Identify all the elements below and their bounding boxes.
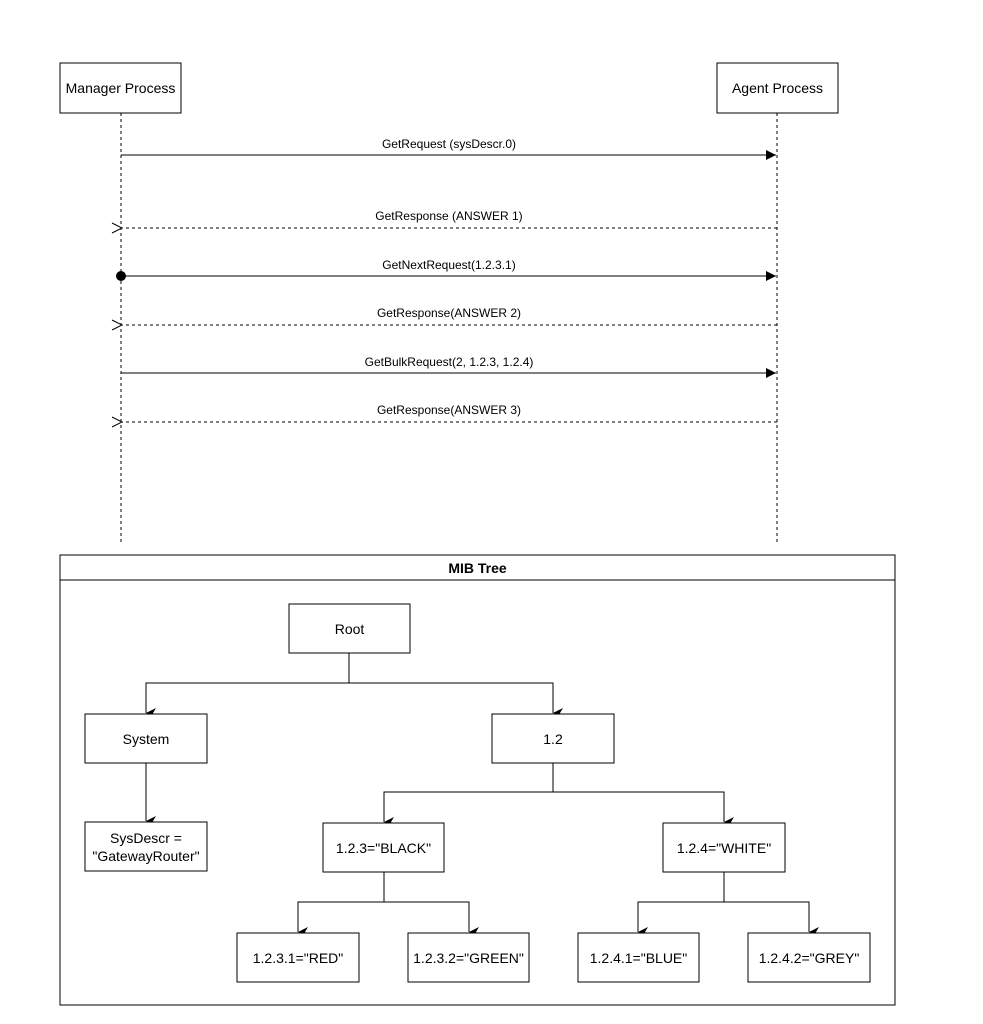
message-get-bulk-request: GetBulkRequest(2, 1.2.3, 1.2.4)	[121, 355, 776, 378]
node-label: 1.2.4="WHITE"	[677, 840, 771, 856]
edge-1-2-1-2-4	[553, 791, 734, 827]
node-label-line-2: "GatewayRouter"	[92, 848, 199, 864]
message-label: GetRequest (sysDescr.0)	[382, 137, 516, 151]
node-1-2: 1.2	[491, 713, 615, 764]
message-get-request: GetRequest (sysDescr.0)	[121, 137, 776, 160]
node-label: 1.2.3.2="GREEN"	[413, 950, 524, 966]
node-1-2-3: 1.2.3="BLACK"	[322, 822, 445, 873]
node-1-2-4-1: 1.2.4.1="BLUE"	[577, 932, 700, 983]
participant-manager-label: Manager Process	[66, 80, 176, 96]
participant-agent: Agent Process	[716, 62, 839, 114]
message-get-response-3: GetResponse(ANSWER 3)	[122, 403, 777, 422]
node-label-line-1: SysDescr =	[110, 830, 182, 846]
node-system: System	[84, 713, 208, 764]
message-get-next-request: GetNextRequest(1.2.3.1)	[116, 258, 776, 281]
node-1-2-4-2: 1.2.4.2="GREY"	[747, 932, 871, 983]
participant-agent-label: Agent Process	[732, 80, 823, 96]
message-label: GetResponse (ANSWER 1)	[375, 209, 522, 223]
mib-tree-title: MIB Tree	[448, 560, 507, 576]
node-sysdescr: SysDescr = "GatewayRouter"	[84, 821, 208, 872]
edge-1-2-3-1-2-3-1	[297, 871, 385, 937]
message-label: GetBulkRequest(2, 1.2.3, 1.2.4)	[365, 355, 534, 369]
message-get-response-1: GetResponse (ANSWER 1)	[122, 209, 777, 228]
edge-1-2-4-1-2-4-1	[637, 871, 725, 937]
node-1-2-3-2: 1.2.3.2="GREEN"	[407, 932, 530, 983]
node-label: 1.2	[543, 731, 563, 747]
edge-root-system	[145, 653, 350, 718]
node-label: 1.2.3.1="RED"	[253, 950, 344, 966]
participant-manager: Manager Process	[59, 62, 182, 114]
node-label: 1.2.4.2="GREY"	[759, 950, 860, 966]
node-label: 1.2.3="BLACK"	[336, 840, 431, 856]
node-label: Root	[335, 621, 365, 637]
node-root: Root	[288, 603, 411, 654]
tree-edges	[145, 653, 819, 937]
message-get-response-2: GetResponse(ANSWER 2)	[122, 306, 777, 325]
edge-1-2-3-1-2-3-2	[384, 901, 479, 937]
node-1-2-3-1: 1.2.3.1="RED"	[236, 932, 360, 983]
edge-1-2-4-1-2-4-2	[724, 901, 819, 937]
message-label: GetResponse(ANSWER 2)	[377, 306, 521, 320]
node-label: 1.2.4.1="BLUE"	[590, 950, 688, 966]
node-1-2-4: 1.2.4="WHITE"	[662, 822, 786, 873]
edge-1-2-1-2-3	[383, 762, 554, 827]
edge-root-1-2	[349, 682, 563, 718]
message-label: GetResponse(ANSWER 3)	[377, 403, 521, 417]
message-label: GetNextRequest(1.2.3.1)	[382, 258, 515, 272]
node-label: System	[123, 731, 170, 747]
